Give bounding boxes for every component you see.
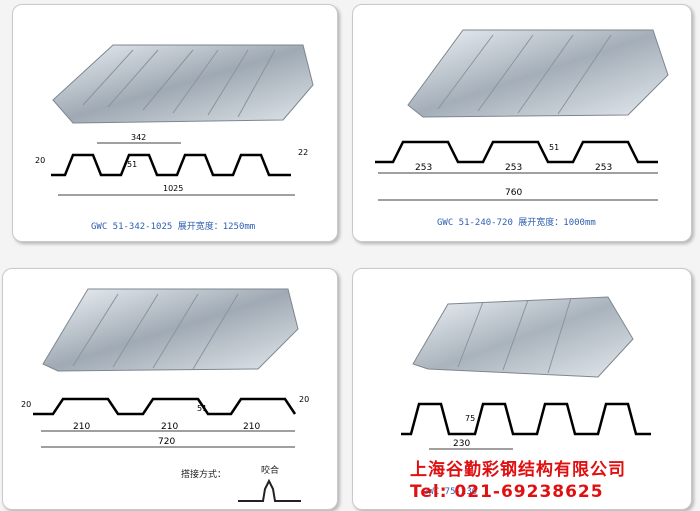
seam-profile [238,478,301,502]
dim-total: 720 [158,437,175,447]
product-panel-4: 75 230 GWC 75-230 [352,268,692,510]
dim-w2: 253 [505,163,522,173]
product-panel-3: 20 51 20 210 210 210 720 搭接方式： 咬合 [2,268,338,510]
dim-w3: 253 [595,163,612,173]
dim-w1: 210 [73,422,90,432]
company-phone: Tel: 021-69238625 [410,482,604,502]
dim-mid-height: 51 [127,160,137,169]
deck-illustration-1: 342 20 51 22 1025 [35,44,314,196]
seam-label: 咬合 [261,466,280,476]
dim-height: 51 [549,143,559,152]
panel-caption: GWC 51-240-720 展开宽度：1000mm [437,218,596,228]
dim-left-height: 20 [21,400,31,409]
dim-left-height: 20 [35,156,45,165]
dim-w2: 210 [161,422,178,432]
deck-illustration-2: 253 253 253 51 760 [375,29,669,201]
product-panel-1: 342 20 51 22 1025 GWC 51-342-1025 展开宽度：1… [12,4,338,242]
dim-mid-height: 51 [197,404,207,413]
dim-width: 230 [453,439,470,449]
dim-total: 1025 [163,184,183,193]
dim-right-height: 22 [298,148,308,157]
panel-caption: GWC 75-230 [423,487,478,497]
lap-label: 搭接方式： [181,470,227,480]
dim-w3: 210 [243,422,260,432]
dim-right-height: 20 [299,395,309,404]
deck-illustration-3: 20 51 20 210 210 210 720 [21,288,309,502]
panel-caption: GWC 51-342-1025 展开宽度：1250mm [91,222,256,232]
deck-illustration-4: 75 230 [401,296,651,450]
dim-height: 75 [465,414,475,423]
dim-total: 760 [505,188,522,198]
company-name: 上海谷勤彩钢结构有限公司 [410,460,626,480]
dim-w1: 253 [415,163,432,173]
dim-top: 342 [131,133,146,142]
product-panel-2: 253 253 253 51 760 GWC 51-240-720 展开宽度：1… [352,4,692,242]
